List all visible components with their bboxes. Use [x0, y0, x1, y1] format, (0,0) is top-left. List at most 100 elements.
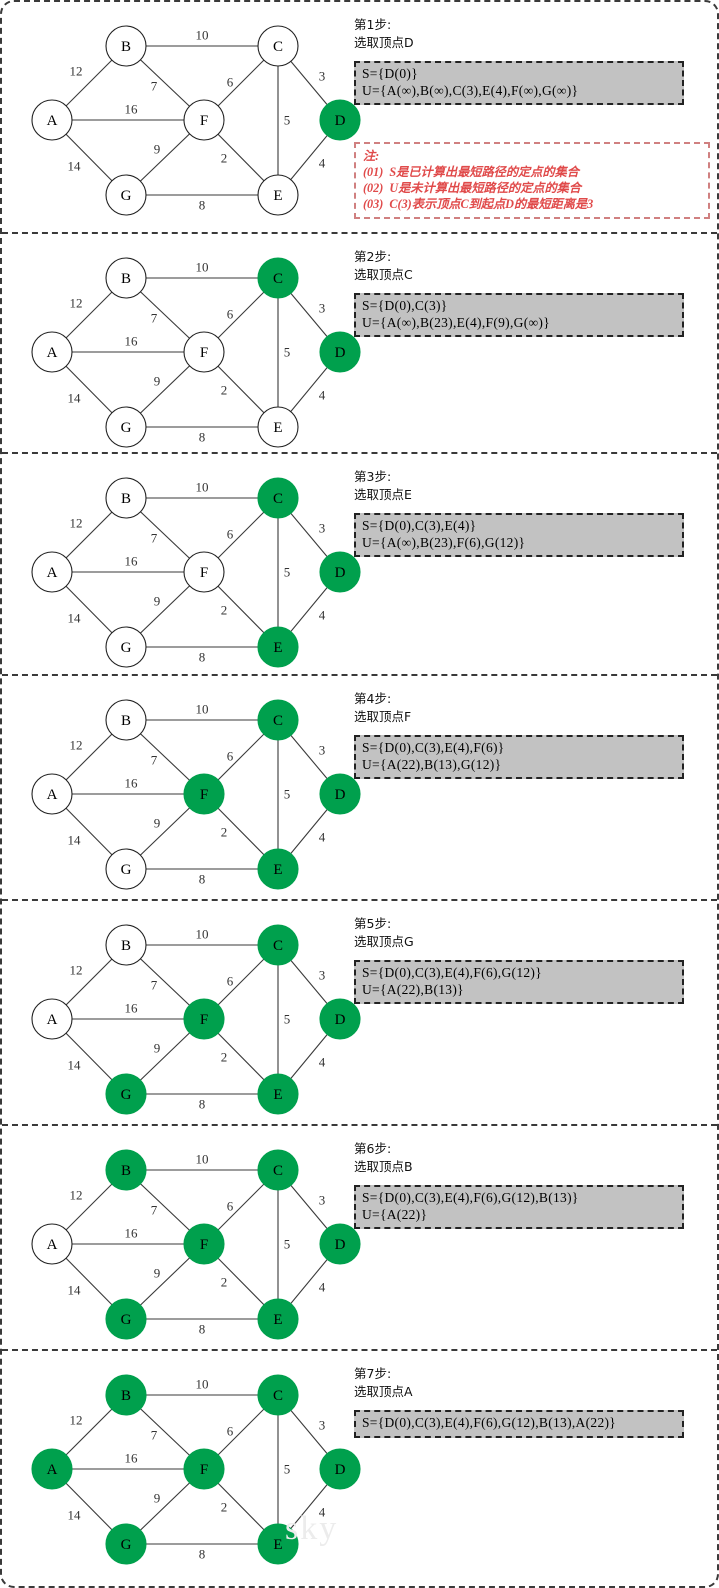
edge-weight-halo	[282, 1237, 292, 1251]
edge-weight-halo	[194, 1152, 210, 1166]
edge-weight-halo	[68, 738, 84, 752]
edge-weight-halo	[149, 1428, 159, 1442]
graph-node-c[interactable]	[257, 25, 299, 67]
graph-node-e[interactable]	[257, 1298, 299, 1340]
graph-node-e[interactable]	[257, 626, 299, 668]
graph-node-c[interactable]	[257, 477, 299, 519]
edge-weight-halo	[317, 830, 327, 844]
graph-node-b[interactable]	[105, 257, 147, 299]
graph-node-f[interactable]	[183, 998, 225, 1040]
graph-node-g[interactable]	[105, 1073, 147, 1115]
edge-weight-a-f: 16	[125, 102, 139, 117]
graph-node-f[interactable]	[183, 331, 225, 373]
edge-weight-halo	[219, 1050, 229, 1064]
graph-node-label-g: G	[121, 640, 132, 656]
edge-weight-b-f: 7	[151, 1203, 158, 1218]
graph-node-a[interactable]	[31, 99, 73, 141]
graph-node-e[interactable]	[257, 406, 299, 448]
graph-node-g[interactable]	[105, 406, 147, 448]
edge-weight-halo	[219, 1275, 229, 1289]
graph-node-b[interactable]	[105, 1374, 147, 1416]
graph-node-g[interactable]	[105, 848, 147, 890]
edge-weight-b-c: 10	[196, 1377, 209, 1392]
graph-node-d[interactable]	[319, 1223, 361, 1265]
edge-weight-b-f: 7	[151, 1428, 158, 1443]
graph-node-d[interactable]	[319, 773, 361, 815]
graph-node-d[interactable]	[319, 331, 361, 373]
step-subtitle: 选取顶点E	[354, 487, 412, 503]
graph-node-b[interactable]	[105, 924, 147, 966]
graph-node-d[interactable]	[319, 1448, 361, 1490]
graph-node-f[interactable]	[183, 99, 225, 141]
edge-weight-a-f: 16	[125, 334, 139, 349]
graph-node-b[interactable]	[105, 477, 147, 519]
note-title: 注:	[363, 149, 380, 163]
graph-node-c[interactable]	[257, 1149, 299, 1191]
graph-node-a[interactable]	[31, 1448, 73, 1490]
edge-weight-halo	[225, 527, 235, 541]
set-state-box: S={D(0),C(3),E(4),F(6),G(12)}U={A(22),B(…	[354, 960, 684, 1005]
edge-weight-halo	[123, 1226, 139, 1240]
graph-node-label-a: A	[47, 565, 58, 581]
graph-node-label-d: D	[335, 565, 346, 581]
edge-weight-c-f: 6	[227, 307, 234, 322]
graph-node-label-f: F	[200, 1012, 208, 1028]
edge-weight-halo	[152, 1491, 162, 1505]
graph-node-c[interactable]	[257, 1374, 299, 1416]
edge-weight-halo	[282, 113, 292, 127]
graph-node-e[interactable]	[257, 174, 299, 216]
graph-node-g[interactable]	[105, 174, 147, 216]
graph-node-a[interactable]	[31, 773, 73, 815]
graph-node-d[interactable]	[319, 551, 361, 593]
step-title: 第3步:	[354, 469, 392, 484]
graph-node-d[interactable]	[319, 99, 361, 141]
graph-node-b[interactable]	[105, 699, 147, 741]
set-state-box: S={D(0),C(3),E(4)}U={A(∞),B(23),F(6),G(1…	[354, 513, 684, 558]
graph-node-g[interactable]	[105, 1298, 147, 1340]
graph-node-a[interactable]	[31, 331, 73, 373]
graph-node-a[interactable]	[31, 998, 73, 1040]
graph-node-a[interactable]	[31, 1223, 73, 1265]
graph-node-c[interactable]	[257, 257, 299, 299]
edge-weight-halo	[197, 650, 207, 664]
graph-node-e[interactable]	[257, 848, 299, 890]
edge-weight-halo	[225, 1424, 235, 1438]
step-title: 第5步:	[354, 916, 392, 931]
graph-node-c[interactable]	[257, 699, 299, 741]
set-s-line: S={D(0),C(3),E(4),F(6),G(12),B(13)}	[362, 1190, 579, 1206]
graph-node-f[interactable]	[183, 1448, 225, 1490]
edge-weight-d-e: 4	[319, 830, 326, 845]
graph-node-label-b: B	[121, 1388, 131, 1404]
graph-node-label-b: B	[121, 1163, 131, 1179]
legend-note-box: 注: (01) S是已计算出最短路径的定点的集合(02) U是未计算出最短路径的定…	[354, 142, 710, 220]
edge-weight-halo	[152, 1266, 162, 1280]
edge-weight-b-c: 10	[196, 28, 209, 43]
graph-node-b[interactable]	[105, 1149, 147, 1191]
graph-node-e[interactable]	[257, 1073, 299, 1115]
graph-node-f[interactable]	[183, 773, 225, 815]
graph-node-e[interactable]	[257, 1523, 299, 1565]
edge-weight-c-e: 5	[284, 1237, 291, 1252]
note-line-1: (01) S是已计算出最短路径的定点的集合	[363, 165, 579, 180]
note-line-2: (02) U是未计算出最短路径的定点的集合	[363, 181, 582, 196]
edge-weight-f-g: 9	[154, 374, 161, 389]
edge-weight-halo	[317, 301, 327, 315]
graph-node-d[interactable]	[319, 998, 361, 1040]
graph-node-g[interactable]	[105, 1523, 147, 1565]
graph-node-label-d: D	[335, 345, 346, 361]
graph-node-g[interactable]	[105, 626, 147, 668]
edge-weight-halo	[194, 480, 210, 494]
edge-weight-halo	[194, 1377, 210, 1391]
graph-node-a[interactable]	[31, 551, 73, 593]
step-title: 第1步:	[354, 17, 392, 32]
graph-node-c[interactable]	[257, 924, 299, 966]
graph-node-b[interactable]	[105, 25, 147, 67]
graph-node-f[interactable]	[183, 551, 225, 593]
graph-node-label-b: B	[121, 39, 131, 55]
graph-node-f[interactable]	[183, 1223, 225, 1265]
